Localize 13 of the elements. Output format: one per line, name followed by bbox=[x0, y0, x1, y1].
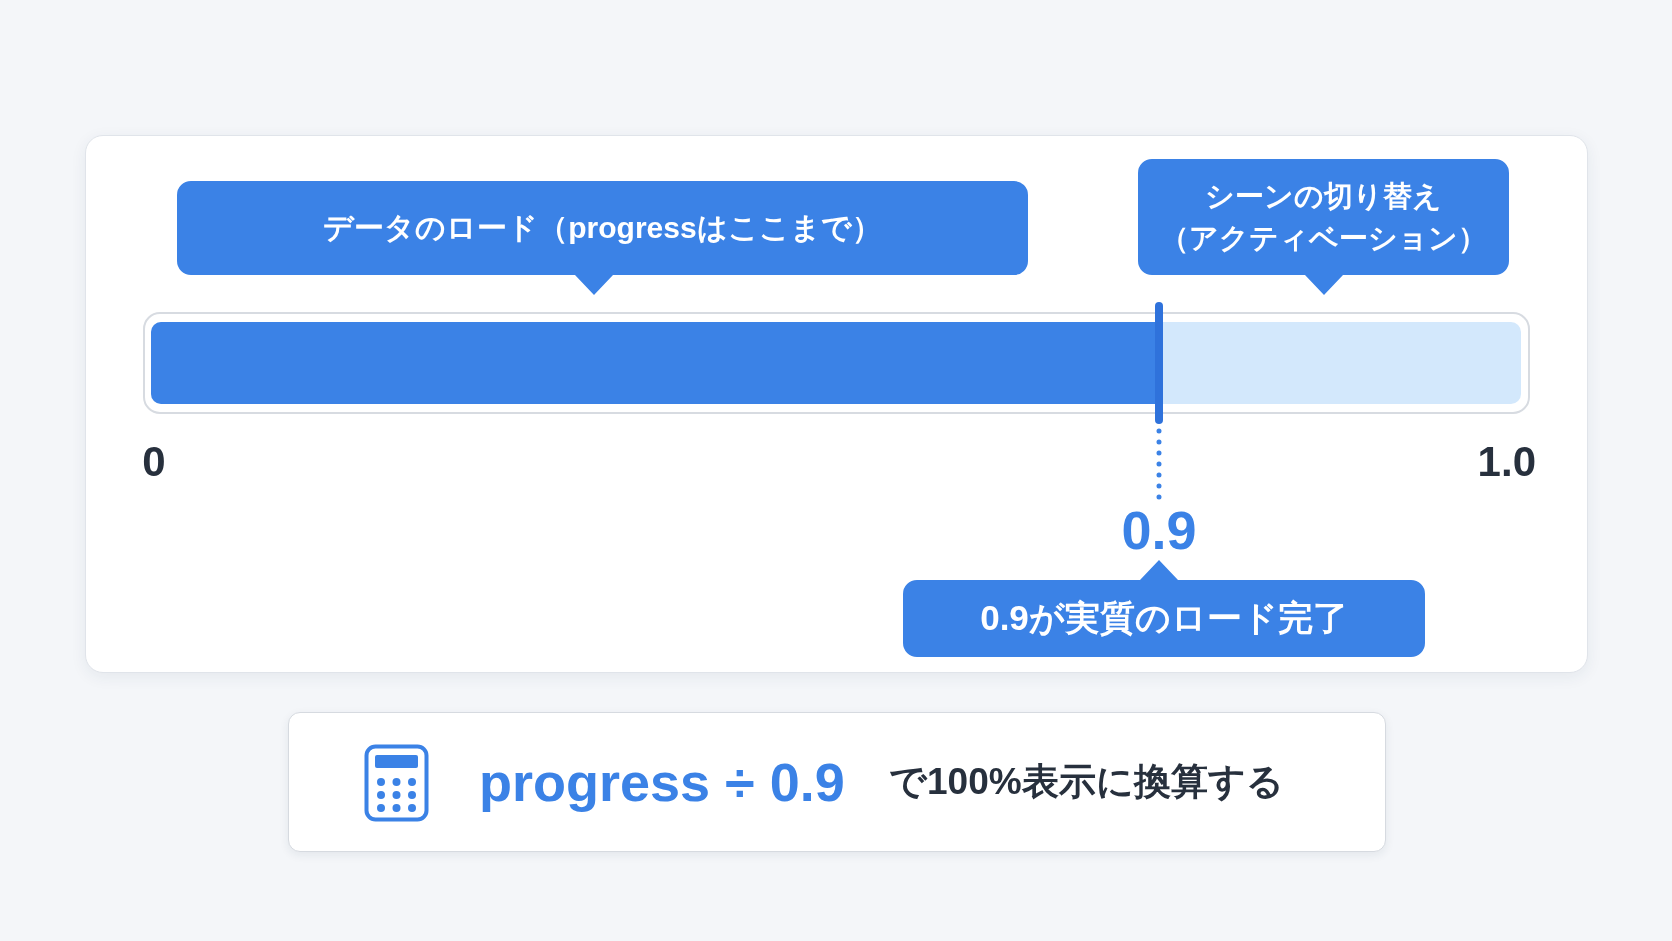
callout-text: シーンの切り替え（アクティベーション） bbox=[1159, 178, 1488, 256]
formula-panel bbox=[288, 712, 1386, 852]
callout-text: データのロード（progressはここまで） bbox=[323, 210, 882, 247]
threshold-marker bbox=[1155, 302, 1163, 424]
threshold-value: 0.9 bbox=[1121, 503, 1197, 557]
formula-text: progress ÷ 0.9 bbox=[479, 750, 845, 814]
description-text: で100%表示に換算する bbox=[889, 759, 1284, 804]
scale-label: 1.0 bbox=[1477, 441, 1536, 483]
callout-text: 0.9が実質のロード完了 bbox=[980, 597, 1348, 640]
callout-bubble bbox=[177, 181, 1028, 295]
scale-label: 0 bbox=[142, 441, 166, 483]
callout-bubble bbox=[1138, 159, 1509, 295]
callout-bubble bbox=[903, 560, 1425, 657]
